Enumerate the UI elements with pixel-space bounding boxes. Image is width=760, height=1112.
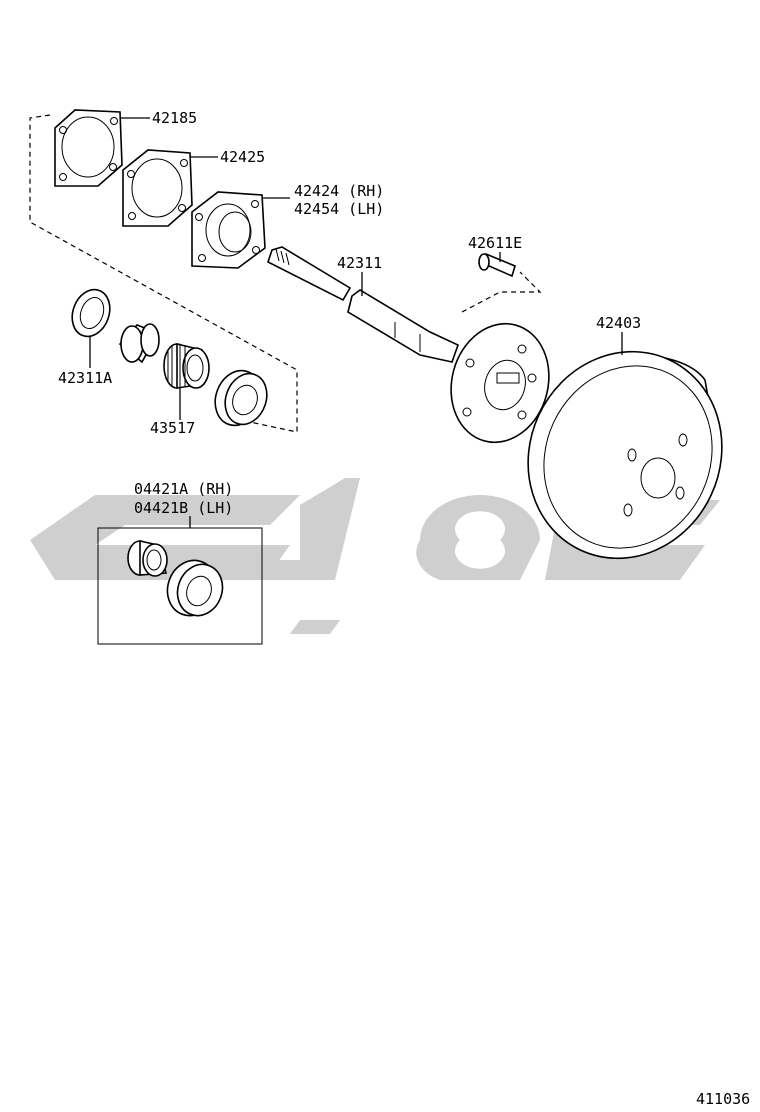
bearing-43517 bbox=[163, 342, 210, 389]
label-42425: 42425 bbox=[220, 148, 265, 166]
label-42311A: 42311A bbox=[58, 369, 112, 387]
gasket-42425 bbox=[122, 149, 193, 227]
spacer-ring bbox=[118, 323, 160, 364]
label-42454: 42454 (LH) bbox=[294, 200, 384, 218]
label-42311: 42311 bbox=[337, 254, 382, 272]
label-42611E: 42611E bbox=[468, 234, 522, 252]
retainer-plate-42424 bbox=[191, 191, 266, 269]
label-04421B: 04421B (LH) bbox=[134, 499, 233, 517]
bearing-kit-box bbox=[97, 527, 263, 645]
brake-drum-42403 bbox=[527, 350, 723, 560]
label-04421A: 04421A (RH) bbox=[134, 480, 233, 498]
label-42403: 42403 bbox=[596, 314, 641, 332]
label-42424: 42424 (RH) bbox=[294, 182, 384, 200]
hub-bolt-42611E bbox=[478, 253, 516, 278]
gasket-42185 bbox=[54, 109, 123, 187]
outer-bearing bbox=[214, 369, 268, 427]
grouping-dashed-outline bbox=[29, 114, 542, 433]
axle-shaft-42311 bbox=[267, 246, 459, 363]
axle-flange bbox=[450, 322, 550, 444]
figure-number: 411036 bbox=[696, 1090, 750, 1108]
label-43517: 43517 bbox=[150, 419, 195, 437]
oil-seal-42311A bbox=[71, 288, 111, 338]
leader-lines bbox=[89, 117, 623, 528]
label-42185: 42185 bbox=[152, 109, 197, 127]
